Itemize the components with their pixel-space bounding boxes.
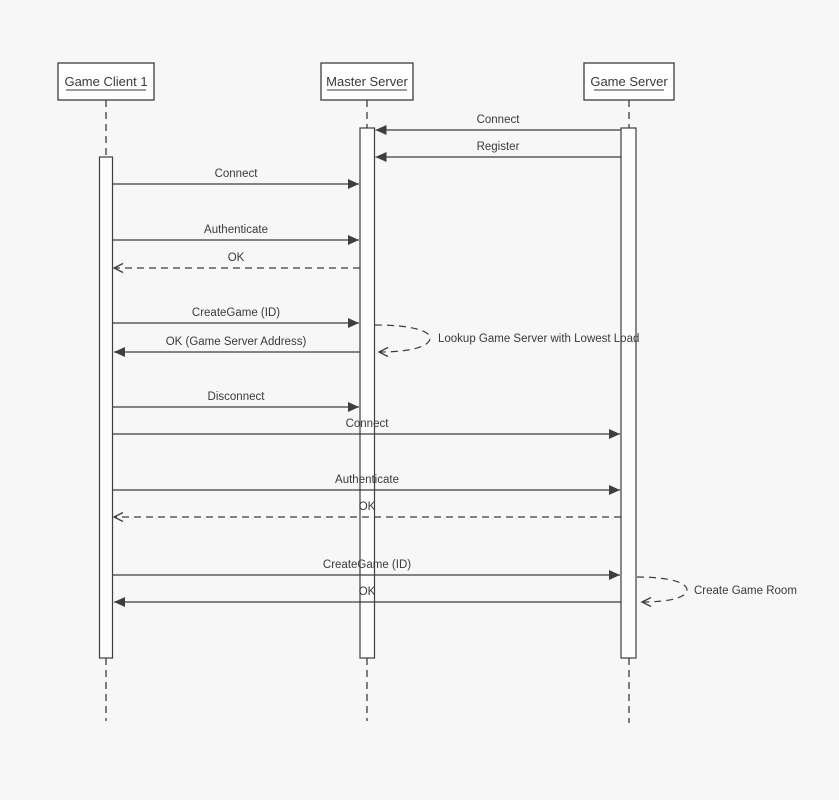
message-label: CreateGame (ID) [323,559,411,571]
message-label: Connect [346,418,390,430]
messages: Connect Register Connect Authenticate OK… [112,114,797,608]
message-label: Disconnect [208,391,266,403]
message-label: Authenticate [204,224,268,236]
lifelines [105,100,630,723]
message-label: OK [359,586,376,598]
participant-name: Game Server [590,74,668,89]
activation-bars [98,127,637,659]
message-label: OK [228,252,245,264]
self-message-lookup-game-server: Lookup Game Server with Lowest Load [374,324,639,358]
activation-bar-master-server [359,127,376,659]
message-label: OK (Game Server Address) [166,336,307,348]
message-connect-client-masterserver: Connect [113,168,359,189]
self-message-arc [374,324,431,358]
participant-game-server: Game Server [583,62,675,101]
message-ok-masterserver-client: OK [112,252,360,274]
message-connect-gameserver-masterserver: Connect [375,114,621,135]
message-ok-gameserveraddress-masterserver-client: OK (Game Server Address) [114,336,360,357]
message-register-gameserver-masterserver: Register [375,141,621,162]
message-creategame-client-masterserver: CreateGame (ID) [113,307,359,328]
participant-box [320,62,414,101]
participant-box [57,62,155,101]
message-connect-client-gameserver: Connect [113,418,620,439]
message-label: Register [477,141,520,153]
message-label: Authenticate [335,474,399,486]
message-label: Lookup Game Server with Lowest Load [438,333,639,345]
message-ok-gameserver-client: OK [112,501,621,523]
message-authenticate-client-masterserver: Authenticate [113,224,359,245]
activation-bar-game-server [620,127,637,659]
participant-name: Game Client 1 [64,74,147,89]
participant-box [583,62,675,101]
self-message-arc [636,576,688,608]
self-message-create-game-room: Create Game Room [636,576,797,608]
participant-name: Master Server [326,74,408,89]
message-creategame-client-gameserver: CreateGame (ID) [113,559,620,580]
activation-bar-game-client-1 [98,156,114,659]
message-disconnect-client-masterserver: Disconnect [113,391,359,412]
message-label: Connect [477,114,521,126]
message-label: OK [359,501,376,513]
participant-master-server: Master Server [320,62,414,101]
participant-game-client-1: Game Client 1 [57,62,155,101]
message-label: CreateGame (ID) [192,307,280,319]
message-label: Connect [215,168,259,180]
message-ok-final-gameserver-client: OK [114,586,621,607]
message-label: Create Game Room [694,585,797,597]
message-authenticate-client-gameserver: Authenticate [113,474,620,495]
